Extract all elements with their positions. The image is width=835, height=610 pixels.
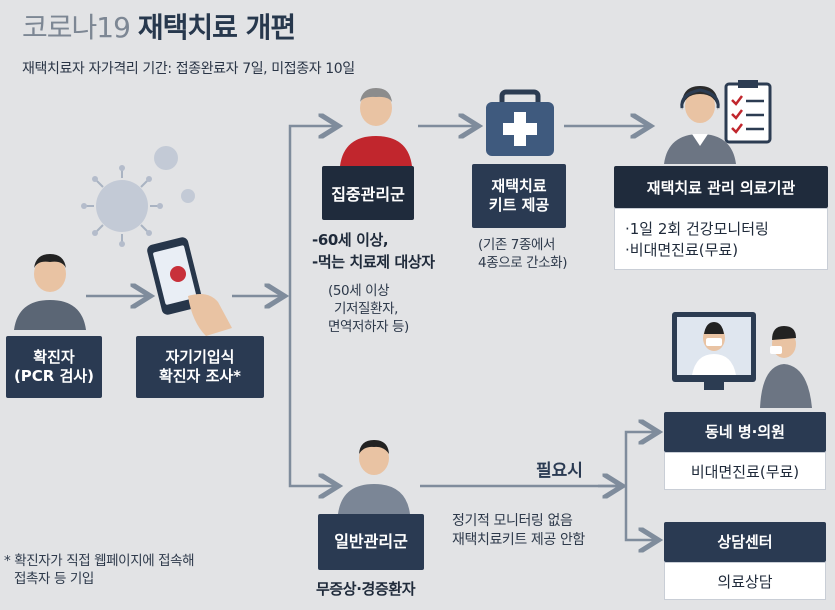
clinic-item: 비대면진료(무료): [691, 461, 799, 482]
when-needed-label: 필요시: [536, 456, 583, 481]
institution-item: ·1일 2회 건강모니터링: [625, 218, 827, 239]
intensive-note: (50세 이상 기저질환자, 면역저하자 등): [328, 282, 409, 337]
footnote-line: * 확진자가 직접 웹페이지에 접속해: [4, 552, 194, 570]
institution-header: 재택치료 관리 의료기관: [614, 166, 828, 208]
general-label: 일반관리군: [334, 532, 408, 552]
criteria-item: -먹는 치료제 대상자: [312, 252, 435, 274]
note-line: 정기적 모니터링 없음: [452, 512, 585, 531]
footnote-line: 접촉자 등 기입: [4, 570, 194, 588]
criteria-item: -60세 이상,: [312, 230, 435, 252]
consult-item: 의료상담: [717, 571, 772, 592]
kit-note: (기존 7종에서 4종으로 간소화): [478, 236, 567, 272]
self-survey-box: 자기기입식 확진자 조사*: [136, 336, 264, 398]
intensive-criteria: -60세 이상, -먹는 치료제 대상자: [312, 230, 435, 274]
general-box: 일반관리군: [318, 514, 424, 570]
clinic-card: 비대면진료(무료): [664, 452, 826, 490]
general-sublabel: 무증상·경증환자: [316, 578, 415, 599]
smartphone-icon: [148, 236, 238, 336]
note-line: (50세 이상: [328, 282, 409, 300]
clinic-header: 동네 병·의원: [664, 412, 826, 452]
self-survey-sublabel: 확진자 조사*: [159, 367, 241, 386]
consult-card: 의료상담: [664, 562, 826, 600]
person-confirmed-icon: [10, 250, 90, 330]
kit-label: 재택치료: [491, 177, 546, 196]
clipboard-icon: [722, 78, 776, 148]
person-general-icon: [334, 436, 414, 514]
general-note: 정기적 모니터링 없음 재택치료키트 제공 안함: [452, 512, 585, 550]
clinic-label: 동네 병·의원: [705, 423, 785, 442]
note-line: 4종으로 간소화): [478, 254, 567, 272]
intensive-box: 집중관리군: [322, 166, 414, 220]
note-line: 기저질환자,: [328, 300, 409, 318]
telemedicine-icon: [664, 308, 824, 408]
confirmed-box: 확진자 (PCR 검사): [6, 336, 102, 398]
medical-kit-icon: [480, 90, 560, 160]
confirmed-sublabel: (PCR 검사): [14, 367, 94, 386]
consult-label: 상담센터: [717, 533, 772, 552]
person-elderly-icon: [336, 84, 416, 166]
institution-card: ·1일 2회 건강모니터링 ·비대면진료(무료): [614, 208, 828, 270]
kit-sublabel: 키트 제공: [489, 196, 549, 215]
note-line: 재택치료키트 제공 안함: [452, 531, 585, 550]
note-line: (기존 7종에서: [478, 236, 567, 254]
intensive-label: 집중관리군: [331, 181, 405, 205]
institution-item: ·비대면진료(무료): [625, 239, 827, 260]
footnote: * 확진자가 직접 웹페이지에 접속해 접촉자 등 기입: [4, 552, 194, 588]
institution-label: 재택치료 관리 의료기관: [647, 177, 795, 198]
arrow-to-consult: [626, 486, 656, 540]
confirmed-label: 확진자: [33, 348, 74, 367]
kit-box: 재택치료 키트 제공: [472, 164, 566, 228]
self-survey-label: 자기기입식: [165, 348, 234, 367]
note-line: 면역저하자 등): [328, 318, 409, 336]
arrow-to-clinic: [626, 432, 656, 486]
consult-header: 상담센터: [664, 522, 826, 562]
